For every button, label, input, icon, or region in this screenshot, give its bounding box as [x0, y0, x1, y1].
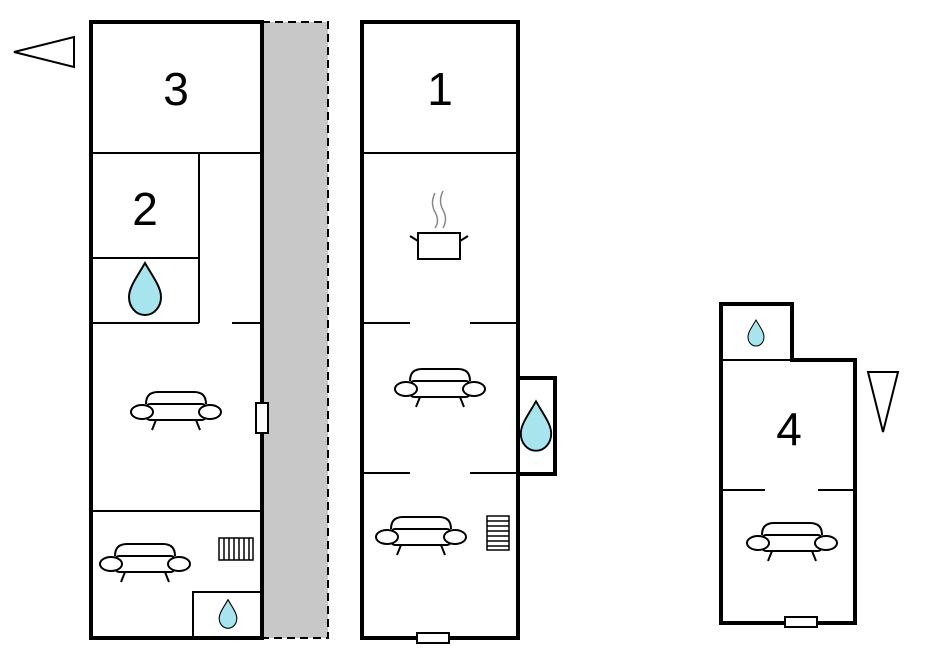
door: [416, 632, 450, 644]
stairs-icon: [486, 515, 510, 551]
cooking-pot-icon: [409, 190, 469, 260]
door: [784, 616, 818, 628]
room-3-label: 3: [163, 63, 189, 115]
sofa-icon: [394, 368, 486, 408]
north-arrow-icon: [866, 371, 900, 433]
room-4-label: 4: [776, 403, 802, 455]
room-1-label: 1: [427, 63, 453, 115]
terrace-strip: [261, 21, 329, 639]
sofa-icon: [375, 516, 467, 556]
water-drop-icon: [128, 262, 162, 316]
sofa-icon: [99, 543, 191, 583]
building-a: 3 2: [89, 20, 269, 640]
stairs-icon: [218, 537, 254, 561]
sofa-icon: [746, 522, 838, 562]
door: [255, 402, 269, 434]
building-c: 4: [719, 302, 857, 628]
sofa-icon: [130, 391, 222, 431]
water-drop-icon: [747, 319, 765, 347]
north-arrow-icon: [13, 35, 75, 69]
room-2-label: 2: [132, 183, 158, 235]
water-drop-icon: [218, 599, 238, 629]
building-b: 1: [360, 20, 557, 644]
